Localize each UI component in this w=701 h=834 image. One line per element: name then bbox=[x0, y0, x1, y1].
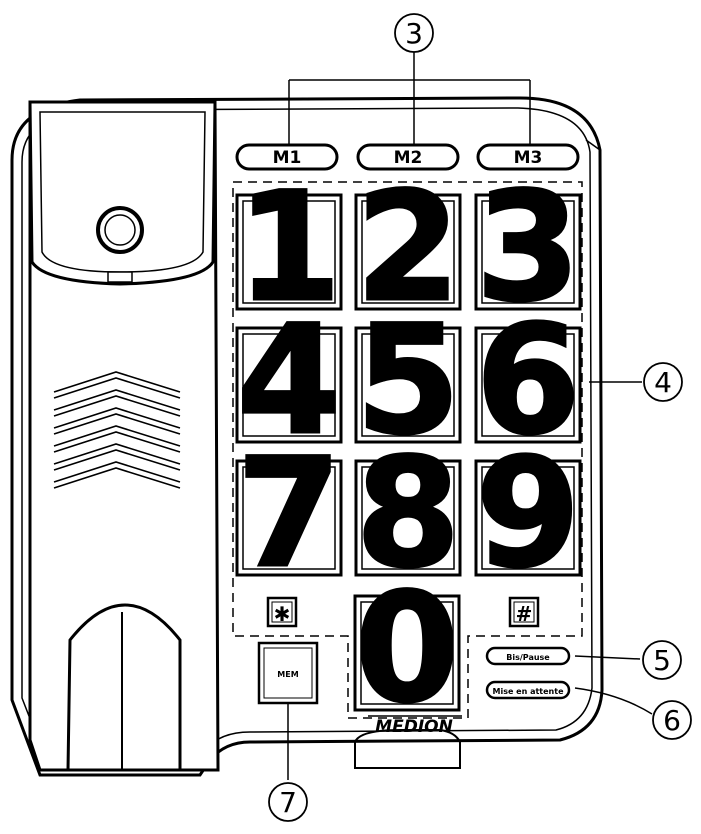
callout-3: 3 bbox=[394, 13, 434, 53]
callout-6-label: 6 bbox=[663, 704, 681, 737]
key-0-label: 0 bbox=[355, 562, 459, 736]
key-8-label: 8 bbox=[356, 427, 460, 601]
hold-button[interactable]: Mise en attente bbox=[485, 680, 571, 700]
redial-pause-label: Bis/Pause bbox=[506, 653, 550, 662]
key-8[interactable]: 8 bbox=[354, 426, 461, 603]
callout-5: 5 bbox=[642, 640, 682, 680]
key-1-label: 1 bbox=[237, 161, 341, 335]
key-2-label: 2 bbox=[356, 161, 460, 335]
key-5[interactable]: 5 bbox=[354, 293, 461, 470]
callout-3-label: 3 bbox=[405, 17, 423, 50]
key-4[interactable]: 4 bbox=[235, 293, 342, 470]
callout-lines bbox=[287, 52, 653, 780]
callout-5-label: 5 bbox=[653, 644, 671, 677]
key-9-label: 9 bbox=[476, 427, 580, 601]
keypad-outline bbox=[232, 181, 583, 719]
key-2[interactable]: 2 bbox=[354, 160, 461, 337]
memory-key-3[interactable]: M3 bbox=[476, 143, 580, 171]
key-star[interactable]: ✱ bbox=[266, 596, 298, 628]
hold-label: Mise en attente bbox=[493, 687, 565, 696]
key-7-label: 7 bbox=[237, 427, 341, 601]
key-9[interactable]: 9 bbox=[474, 426, 581, 603]
key-star-label: ✱ bbox=[274, 602, 291, 626]
key-6[interactable]: 6 bbox=[474, 293, 581, 470]
memory-keys: M1 M2 M3 bbox=[235, 143, 580, 171]
callout-4-label: 4 bbox=[654, 366, 672, 399]
key-1[interactable]: 1 bbox=[235, 160, 342, 337]
key-hash[interactable]: # bbox=[508, 596, 540, 628]
key-6-label: 6 bbox=[476, 294, 580, 468]
speaker-grille bbox=[53, 371, 181, 489]
mem-button[interactable]: MEM bbox=[257, 641, 319, 705]
key-0[interactable]: 0 bbox=[353, 561, 460, 738]
memory-key-2[interactable]: M2 bbox=[356, 143, 460, 171]
key-5-label: 5 bbox=[356, 294, 460, 468]
memory-key-1-label: M1 bbox=[273, 148, 302, 168]
callout-7-label: 7 bbox=[279, 786, 297, 819]
redial-pause-button[interactable]: Bis/Pause bbox=[485, 646, 571, 666]
key-3-label: 3 bbox=[476, 161, 580, 335]
key-3[interactable]: 3 bbox=[474, 160, 581, 337]
memory-key-3-label: M3 bbox=[514, 148, 543, 168]
brand-logo: MEDION bbox=[368, 715, 462, 737]
callout-7: 7 bbox=[268, 782, 308, 822]
callout-4: 4 bbox=[643, 362, 683, 402]
memory-key-2-label: M2 bbox=[394, 148, 423, 168]
memory-key-1[interactable]: M1 bbox=[235, 143, 339, 171]
phone-body bbox=[10, 96, 604, 777]
callout-6: 6 bbox=[652, 700, 692, 740]
key-hash-label: # bbox=[516, 602, 533, 626]
brand-text: MEDION bbox=[375, 717, 453, 737]
mem-button-label: MEM bbox=[277, 670, 298, 679]
key-4-label: 4 bbox=[237, 294, 341, 468]
key-7[interactable]: 7 bbox=[235, 426, 342, 603]
handset bbox=[28, 100, 220, 772]
